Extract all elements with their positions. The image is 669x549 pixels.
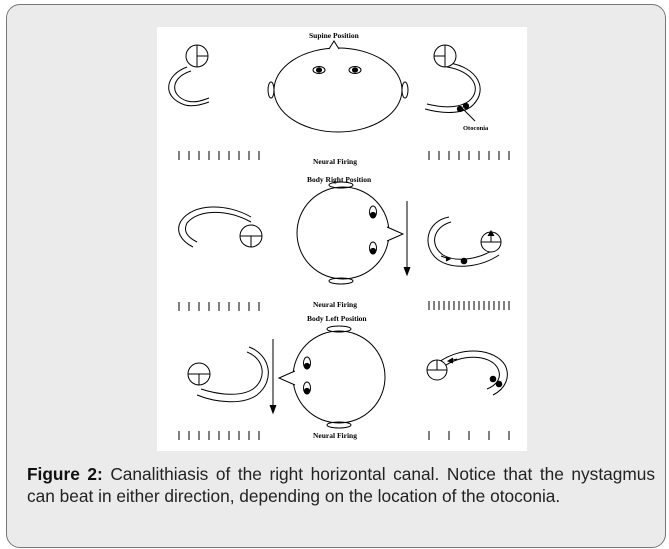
label-neural-firing-1: Neural Firing: [313, 157, 357, 166]
firing-ticks-left-3: [179, 431, 259, 440]
firing-ticks-left-1: [179, 151, 259, 160]
firing-ticks-right-3: [429, 431, 509, 440]
head-supine: [268, 41, 408, 132]
label-body-left: Body Left Position: [307, 314, 367, 323]
head-body-right: [297, 182, 403, 284]
left-canal-supine: [169, 45, 209, 106]
figure-panel: Supine Position: [6, 4, 666, 548]
figure-caption: Figure 2: Canalithiasis of the right hor…: [27, 464, 655, 507]
head-body-left: [279, 326, 385, 428]
left-canal-body-left: [188, 347, 268, 402]
right-canal-body-left: [427, 351, 507, 395]
arrow-down-right: [404, 201, 410, 275]
caption-label: Figure 2:: [27, 464, 103, 484]
firing-ticks-right-2: [429, 301, 509, 310]
right-canal-body-right: [428, 217, 501, 266]
right-canal-supine: [425, 45, 480, 121]
label-neural-firing-2: Neural Firing: [313, 300, 357, 309]
canalithiasis-diagram: Supine Position: [157, 27, 527, 451]
label-neural-firing-3: Neural Firing: [313, 431, 357, 440]
caption-text: Canalithiasis of the right horizontal ca…: [27, 464, 655, 506]
label-otoconia: Otoconia: [463, 125, 489, 132]
diagram-svg: Supine Position: [157, 27, 527, 451]
firing-ticks-left-2: [179, 302, 259, 311]
firing-ticks-right-1: [429, 151, 509, 160]
left-canal-body-right: [179, 207, 262, 247]
label-body-right: Body Right Position: [307, 175, 372, 184]
label-supine: Supine Position: [309, 31, 360, 40]
arrow-down-left: [270, 339, 276, 413]
